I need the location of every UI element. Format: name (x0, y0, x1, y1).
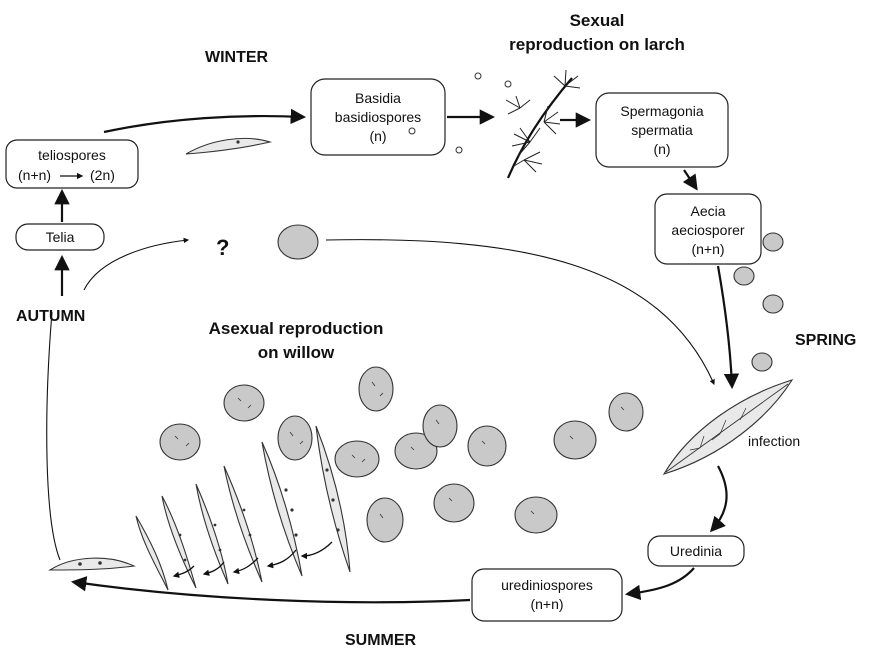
svg-text:urediniospores: urediniospores (501, 577, 593, 593)
asexual-heading-line2: on willow (258, 343, 335, 362)
sexual-heading-line1: Sexual (570, 11, 625, 30)
stage-teliospores: teliospores (n+n) (2n) (6, 140, 138, 188)
unknown-marker: ? (216, 235, 229, 260)
svg-text:(n+n): (n+n) (18, 167, 51, 183)
line-leaf-to-autumn (47, 312, 60, 560)
stage-telia: Telia (16, 224, 104, 250)
svg-text:(n): (n) (653, 141, 670, 157)
svg-text:basidiospores: basidiospores (335, 109, 421, 125)
svg-text:teliospores: teliospores (38, 147, 106, 163)
svg-text:(n): (n) (369, 128, 386, 144)
urediniospores-cloud (160, 367, 643, 542)
stage-uredinia: Uredinia (648, 536, 744, 566)
svg-text:Uredinia: Uredinia (670, 543, 722, 559)
spore-unknown-host (278, 225, 318, 259)
stage-aecia: Aecia aeciosporer (n+n) (655, 194, 761, 264)
svg-text:aeciosporer: aeciosporer (671, 222, 744, 238)
svg-text:Spermagonia: Spermagonia (620, 103, 703, 119)
sexual-heading-line2: reproduction on larch (509, 35, 685, 54)
arrow-leaf-to-uredinia (712, 466, 727, 530)
svg-text:Basidia: Basidia (355, 90, 401, 106)
svg-text:Aecia: Aecia (690, 203, 725, 219)
season-summer: SUMMER (345, 632, 417, 649)
season-winter: WINTER (205, 49, 269, 66)
svg-text:spermatia: spermatia (631, 122, 693, 138)
autumn-leaf-icon (50, 558, 134, 570)
arrow-urediniospores-to-leaf (74, 582, 470, 602)
winter-leaf-icon (186, 138, 270, 154)
svg-text:(n+n): (n+n) (530, 596, 563, 612)
svg-text:(n+n): (n+n) (691, 241, 724, 257)
willow-leaf-infection-icon (664, 380, 792, 474)
arrow-aecia-to-willow-leaf (718, 266, 732, 386)
arrow-uredinia-to-urediniospores (628, 568, 694, 594)
asexual-heading-line1: Asexual reproduction (209, 319, 384, 338)
arrow-spermagonia-to-aecia (684, 170, 696, 188)
stage-spermagonia: Spermagonia spermatia (n) (596, 93, 728, 167)
svg-text:(2n): (2n) (90, 167, 115, 183)
infection-label: infection (748, 433, 800, 449)
stage-urediniospores: urediniospores (n+n) (472, 569, 622, 621)
season-spring: SPRING (795, 332, 856, 349)
arrow-teliospores-to-basidia (104, 116, 303, 132)
larch-branch-icon (456, 70, 580, 178)
stage-basidia: Basidia basidiospores (n) (311, 79, 445, 155)
arrow-spore-to-leaf (326, 240, 714, 384)
svg-text:Telia: Telia (46, 229, 75, 245)
